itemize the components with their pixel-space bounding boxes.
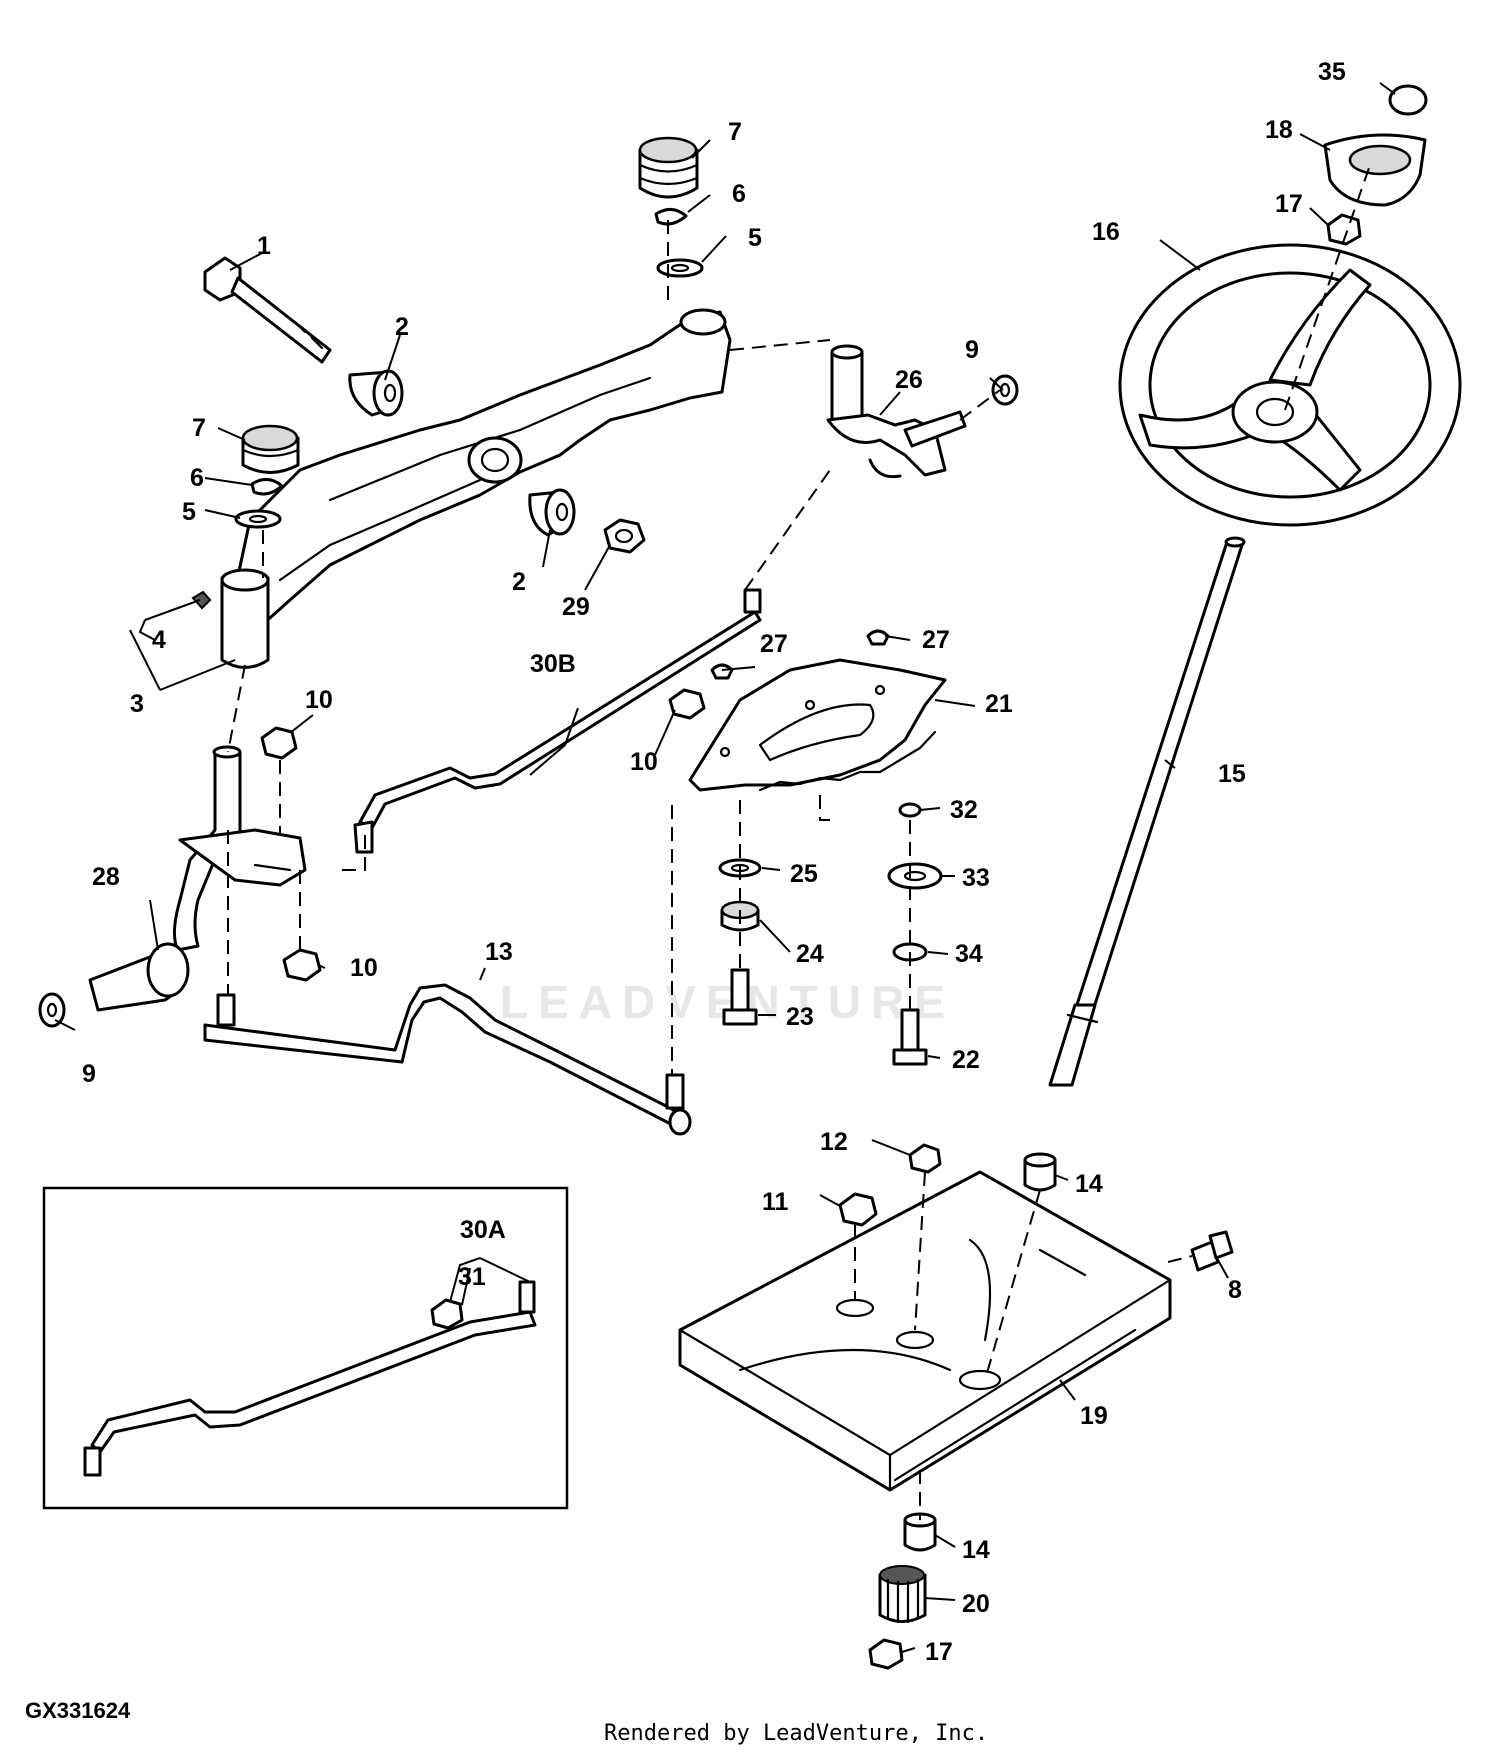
callout-15: 15 <box>1218 760 1246 788</box>
clip-part-32[interactable] <box>898 802 922 818</box>
callout-14: 14 <box>962 1536 990 1564</box>
callout-3: 3 <box>130 690 144 718</box>
callout-24: 24 <box>796 940 824 968</box>
callout-5: 5 <box>182 498 196 526</box>
callout-1: 1 <box>257 232 271 260</box>
callout-26: 26 <box>895 366 923 394</box>
axle-cap-right[interactable] <box>638 136 699 199</box>
callout-9: 9 <box>965 336 979 364</box>
callout-10: 10 <box>305 686 333 714</box>
callout-30a: 30A <box>460 1216 506 1244</box>
callout-18: 18 <box>1265 116 1293 144</box>
callout-2: 2 <box>395 313 409 341</box>
steering-cap-18[interactable] <box>1323 133 1427 207</box>
front-axle-part[interactable] <box>220 308 732 669</box>
bushing-part[interactable] <box>348 369 404 417</box>
washer-part-33[interactable] <box>887 862 943 890</box>
rivet-part-27-left[interactable] <box>710 663 734 680</box>
callout-10: 10 <box>350 954 378 982</box>
callout-17: 17 <box>1275 190 1303 218</box>
spindle-left-part[interactable] <box>88 745 307 1012</box>
leader-lines <box>54 82 1396 1653</box>
callout-7: 7 <box>192 414 206 442</box>
figure-code: GX331624 <box>25 1698 131 1723</box>
nut-part-10-sector[interactable] <box>668 688 706 720</box>
callout-2: 2 <box>512 568 526 596</box>
axle-cap-left[interactable] <box>241 424 300 474</box>
inset-frame <box>42 1186 569 1510</box>
steering-shaft-15[interactable] <box>1048 536 1246 1087</box>
callout-19: 19 <box>1080 1402 1108 1430</box>
assembly-lines <box>227 164 1371 1520</box>
callout-labels: 1 2 2 3 4 5 5 6 6 7 7 8 9 9 10 10 10 11 … <box>82 58 1346 1666</box>
bolt-part-23[interactable] <box>722 968 758 1026</box>
nut-part-17-lower[interactable] <box>868 1638 904 1670</box>
washer-right[interactable] <box>656 258 704 278</box>
washer-left[interactable] <box>234 509 282 529</box>
callout-6: 6 <box>190 464 204 492</box>
pivot-bolt-part[interactable] <box>203 256 332 364</box>
callout-9: 9 <box>82 1060 96 1088</box>
callout-34: 34 <box>955 940 983 968</box>
callout-17: 17 <box>925 1638 953 1666</box>
callout-25: 25 <box>790 860 818 888</box>
callout-27: 27 <box>760 630 788 658</box>
lock-nut-part-29[interactable] <box>603 518 646 554</box>
nut-part-10-upper[interactable] <box>260 726 298 760</box>
rivet-part-27-right[interactable] <box>866 629 890 646</box>
washer-part-9-left[interactable] <box>38 992 66 1028</box>
callout-5: 5 <box>748 224 762 252</box>
callout-31: 31 <box>458 1263 486 1291</box>
callout-8: 8 <box>1228 1276 1242 1304</box>
tie-rod-30a[interactable] <box>83 1280 537 1477</box>
callout-10: 10 <box>630 748 658 776</box>
steering-bracket-19[interactable] <box>678 1170 1172 1492</box>
clip-left[interactable] <box>250 478 284 496</box>
callout-16: 16 <box>1092 218 1120 246</box>
clip-right[interactable] <box>654 208 688 226</box>
callout-32: 32 <box>950 796 978 824</box>
grease-fitting-part-4[interactable] <box>191 590 212 610</box>
nut-part-11[interactable] <box>838 1192 878 1227</box>
callout-28: 28 <box>92 863 120 891</box>
callout-11: 11 <box>762 1188 789 1216</box>
callout-23: 23 <box>786 1003 814 1031</box>
spindle-right-part[interactable] <box>826 344 967 479</box>
callout-33: 33 <box>962 864 990 892</box>
steering-wheel-16[interactable] <box>1118 243 1462 527</box>
callout-7: 7 <box>728 118 742 146</box>
bushing-part-lower[interactable] <box>528 488 576 537</box>
callout-29: 29 <box>562 593 590 621</box>
callout-35: 35 <box>1318 58 1346 86</box>
callout-4: 4 <box>152 626 166 654</box>
nut-part-10-lower[interactable] <box>282 948 322 982</box>
callout-30b: 30B <box>530 650 576 678</box>
callout-6: 6 <box>732 180 746 208</box>
callout-27: 27 <box>922 626 950 654</box>
bolt-part-22[interactable] <box>892 1008 928 1066</box>
bushing-part-14-upper[interactable] <box>1023 1152 1057 1192</box>
sector-gear-21[interactable] <box>688 658 947 792</box>
callout-13: 13 <box>485 938 513 966</box>
bolt-part-8[interactable] <box>1190 1230 1234 1272</box>
footer-credit: Rendered by LeadVenture, Inc. <box>604 1721 988 1746</box>
callout-21: 21 <box>985 690 1013 718</box>
emblem-part-35[interactable] <box>1388 84 1428 116</box>
callout-12: 12 <box>820 1128 848 1156</box>
callout-20: 20 <box>962 1590 990 1618</box>
pinion-gear-20[interactable] <box>878 1565 927 1624</box>
washer-part-9-right[interactable] <box>991 374 1019 406</box>
nut-part-17-upper[interactable] <box>1326 213 1362 246</box>
callout-22: 22 <box>952 1046 980 1074</box>
callout-14: 14 <box>1075 1170 1103 1198</box>
nut-part-31[interactable] <box>430 1298 464 1330</box>
nut-part-12[interactable] <box>908 1143 942 1174</box>
tie-rod-30b[interactable] <box>353 588 762 854</box>
